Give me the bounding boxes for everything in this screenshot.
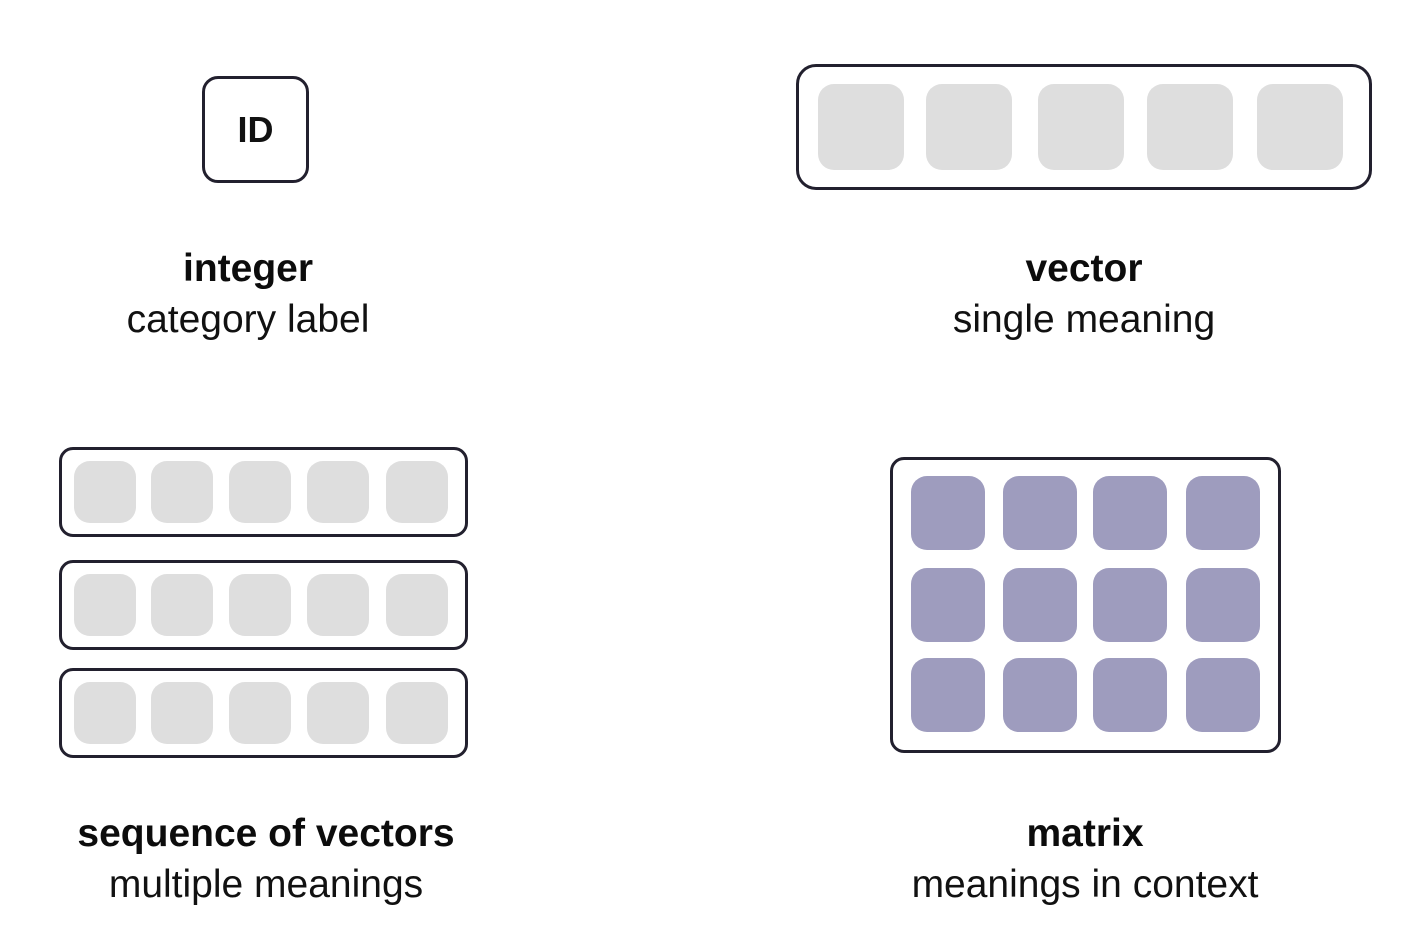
sequence-cell bbox=[229, 574, 291, 636]
sequence-cell bbox=[386, 574, 448, 636]
integer-subtitle: category label bbox=[126, 298, 370, 341]
sequence-cell bbox=[151, 574, 213, 636]
sequence-row bbox=[59, 668, 468, 758]
sequence-row bbox=[59, 447, 468, 537]
vector-cell bbox=[1038, 84, 1124, 170]
integer-id-box: ID bbox=[202, 76, 309, 183]
matrix-cell bbox=[1186, 568, 1260, 642]
integer-title: integer bbox=[182, 247, 314, 290]
vector-cell bbox=[818, 84, 904, 170]
matrix-caption: matrix meanings in context bbox=[785, 811, 1385, 913]
sequence-cell bbox=[386, 682, 448, 744]
matrix-cell bbox=[911, 658, 985, 732]
sequence-cell bbox=[307, 682, 369, 744]
sequence-cell bbox=[229, 682, 291, 744]
matrix-subtitle: meanings in context bbox=[911, 863, 1259, 906]
vector-subtitle: single meaning bbox=[952, 298, 1216, 341]
matrix-cell bbox=[1093, 658, 1167, 732]
vector-box bbox=[796, 64, 1372, 190]
sequence-cell bbox=[151, 461, 213, 523]
matrix-cell bbox=[911, 476, 985, 550]
vector-cell bbox=[1147, 84, 1233, 170]
matrix-cell bbox=[1003, 476, 1077, 550]
integer-caption: integer category label bbox=[0, 246, 548, 348]
matrix-cell bbox=[1186, 476, 1260, 550]
matrix-cell bbox=[911, 568, 985, 642]
sequence-cell bbox=[151, 682, 213, 744]
matrix-title: matrix bbox=[1026, 812, 1144, 855]
matrix-cell bbox=[1003, 568, 1077, 642]
sequence-row bbox=[59, 560, 468, 650]
sequence-cell bbox=[74, 574, 136, 636]
sequence-cell bbox=[74, 461, 136, 523]
matrix-cell bbox=[1003, 658, 1077, 732]
id-label: ID bbox=[237, 108, 274, 150]
sequence-cell bbox=[386, 461, 448, 523]
vector-cell bbox=[1257, 84, 1343, 170]
vector-title: vector bbox=[1025, 247, 1143, 290]
sequence-subtitle: multiple meanings bbox=[108, 863, 424, 906]
vector-cell bbox=[926, 84, 1012, 170]
matrix-box bbox=[890, 457, 1281, 753]
sequence-cell bbox=[229, 461, 291, 523]
sequence-cell bbox=[74, 682, 136, 744]
sequence-caption: sequence of vectors multiple meanings bbox=[0, 811, 566, 913]
matrix-cell bbox=[1093, 568, 1167, 642]
vector-caption: vector single meaning bbox=[784, 246, 1384, 348]
sequence-title: sequence of vectors bbox=[77, 812, 455, 855]
matrix-cell bbox=[1093, 476, 1167, 550]
sequence-cell bbox=[307, 461, 369, 523]
matrix-cell bbox=[1186, 658, 1260, 732]
sequence-cell bbox=[307, 574, 369, 636]
